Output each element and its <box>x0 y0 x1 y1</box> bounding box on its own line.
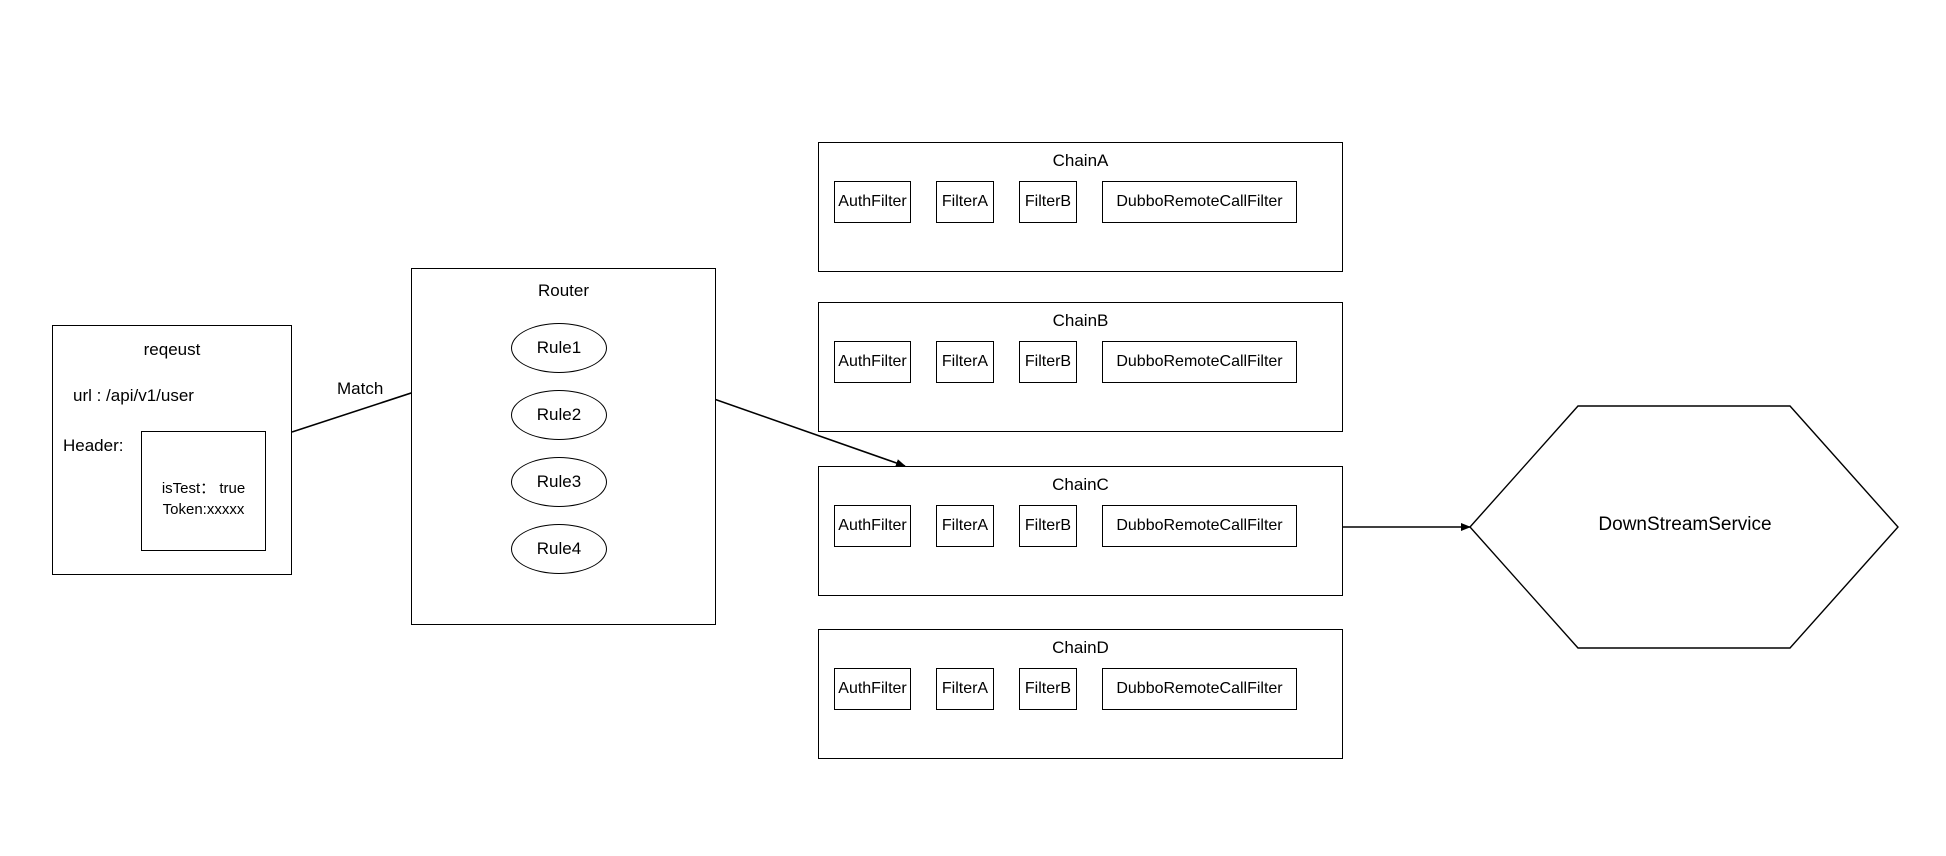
router-rule-4[interactable]: Rule4 <box>511 524 607 574</box>
request-node[interactable]: reqeust url : /api/v1/user Header: isTes… <box>52 325 292 575</box>
chain-b-filter-filtera[interactable]: FilterA <box>936 341 994 383</box>
chain-title-d: ChainD <box>1052 638 1109 657</box>
chain-node-c[interactable]: ChainC AuthFilter FilterA FilterB DubboR… <box>818 466 1343 596</box>
chain-c-filter-dubboremotecallfilter[interactable]: DubboRemoteCallFilter <box>1102 505 1297 547</box>
chain-d-filter-row: AuthFilter FilterA FilterB DubboRemoteCa… <box>819 668 1342 710</box>
downstream-service-node[interactable]: DownStreamService <box>1470 405 1900 648</box>
chain-b-filter-dubboremotecallfilter[interactable]: DubboRemoteCallFilter <box>1102 341 1297 383</box>
chain-a-filter-dubboremotecallfilter[interactable]: DubboRemoteCallFilter <box>1102 181 1297 223</box>
chain-a-filter-filterb[interactable]: FilterB <box>1019 181 1077 223</box>
request-url-line: url : /api/v1/user <box>73 386 194 405</box>
chain-c-filter-filtera[interactable]: FilterA <box>936 505 994 547</box>
chain-d-filter-filtera[interactable]: FilterA <box>936 668 994 710</box>
chain-title-a: ChainA <box>1052 151 1109 170</box>
request-header-label: Header: <box>63 436 124 455</box>
chain-d-filter-dubboremotecallfilter[interactable]: DubboRemoteCallFilter <box>1102 668 1297 710</box>
chain-node-b[interactable]: ChainB AuthFilter FilterA FilterB DubboR… <box>818 302 1343 432</box>
chain-c-filter-filterb[interactable]: FilterB <box>1019 505 1077 547</box>
chain-a-filter-authfilter[interactable]: AuthFilter <box>834 181 911 223</box>
router-title: Router <box>537 281 590 300</box>
router-node[interactable]: Router Rule1 Rule2 Rule3 Rule4 <box>411 268 716 625</box>
chain-title-b: ChainB <box>1052 311 1109 330</box>
chain-b-filter-row: AuthFilter FilterA FilterB DubboRemoteCa… <box>819 341 1342 383</box>
chain-b-filter-authfilter[interactable]: AuthFilter <box>834 341 911 383</box>
chain-d-filter-filterb[interactable]: FilterB <box>1019 668 1077 710</box>
chain-title-c: ChainC <box>1052 475 1109 494</box>
request-title: reqeust <box>143 340 201 359</box>
router-rule-3[interactable]: Rule3 <box>511 457 607 507</box>
chain-c-filter-row: AuthFilter FilterA FilterB DubboRemoteCa… <box>819 505 1342 547</box>
chain-b-filter-filterb[interactable]: FilterB <box>1019 341 1077 383</box>
request-header-detail-text: isTest： true Token:xxxxx <box>161 480 246 518</box>
request-header-detail-box[interactable]: isTest： true Token:xxxxx <box>141 431 266 551</box>
router-rule-2[interactable]: Rule2 <box>511 390 607 440</box>
router-rule-1[interactable]: Rule1 <box>511 323 607 373</box>
chain-a-filter-filtera[interactable]: FilterA <box>936 181 994 223</box>
chain-node-a[interactable]: ChainA AuthFilter FilterA FilterB DubboR… <box>818 142 1343 272</box>
chain-c-filter-authfilter[interactable]: AuthFilter <box>834 505 911 547</box>
chain-node-d[interactable]: ChainD AuthFilter FilterA FilterB DubboR… <box>818 629 1343 759</box>
chain-d-filter-authfilter[interactable]: AuthFilter <box>834 668 911 710</box>
chain-a-filter-row: AuthFilter FilterA FilterB DubboRemoteCa… <box>819 181 1342 223</box>
downstream-service-label: DownStreamService <box>1598 514 1772 535</box>
edge-label-match: Match <box>337 379 384 398</box>
